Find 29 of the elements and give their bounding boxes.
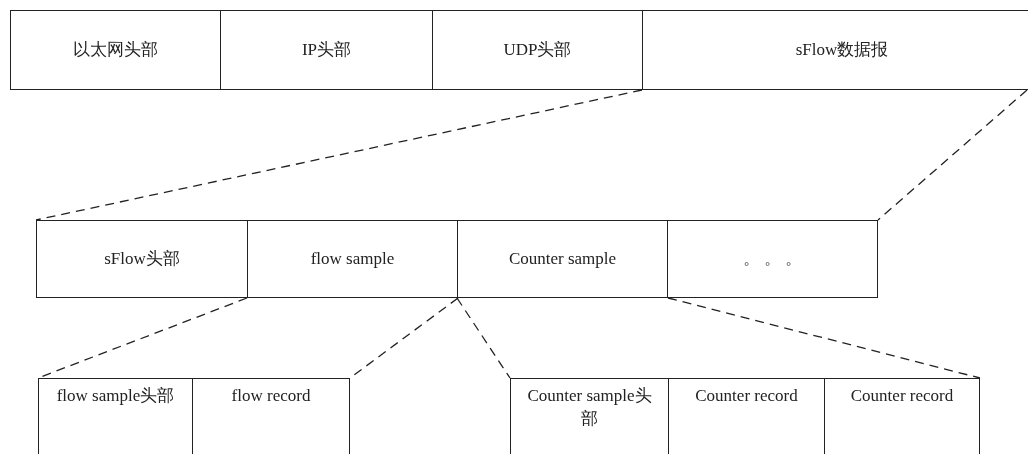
field-name: UDP头部: [503, 38, 572, 61]
expansion-line: [456, 297, 511, 379]
expansion-line: [877, 89, 1028, 221]
field-name: Counter sample头部: [526, 385, 653, 430]
packet-field-box: [10, 10, 221, 90]
expansion-line: [35, 89, 643, 221]
packet-field-box: [824, 378, 980, 454]
packet-field-box: [432, 10, 643, 90]
packet-field-box: [36, 220, 248, 298]
field-name: flow record: [231, 385, 311, 407]
expansion-line: [667, 297, 981, 379]
field-name: Counter sample: [508, 247, 617, 270]
field-name: flow sample头部: [56, 385, 175, 407]
packet-field-box: [38, 378, 193, 454]
field-name: 以太网头部: [73, 38, 158, 61]
field-name: flow sample: [310, 247, 395, 270]
field-name: sFlow数据报: [795, 38, 889, 61]
packet-field-box: [457, 220, 668, 298]
packet-field-box: [667, 220, 878, 298]
packet-field-box: [510, 378, 669, 454]
packet-field-box: [220, 10, 433, 90]
field-name: IP头部: [301, 38, 352, 61]
field-name: Counter record: [850, 385, 954, 407]
field-name: Counter record: [695, 385, 798, 407]
field-name: sFlow头部: [104, 247, 180, 270]
packet-field-box: [192, 378, 350, 454]
field-name: 。 。 。: [742, 247, 803, 270]
packet-field-box: [247, 220, 458, 298]
packet-field-box: [642, 10, 1028, 90]
